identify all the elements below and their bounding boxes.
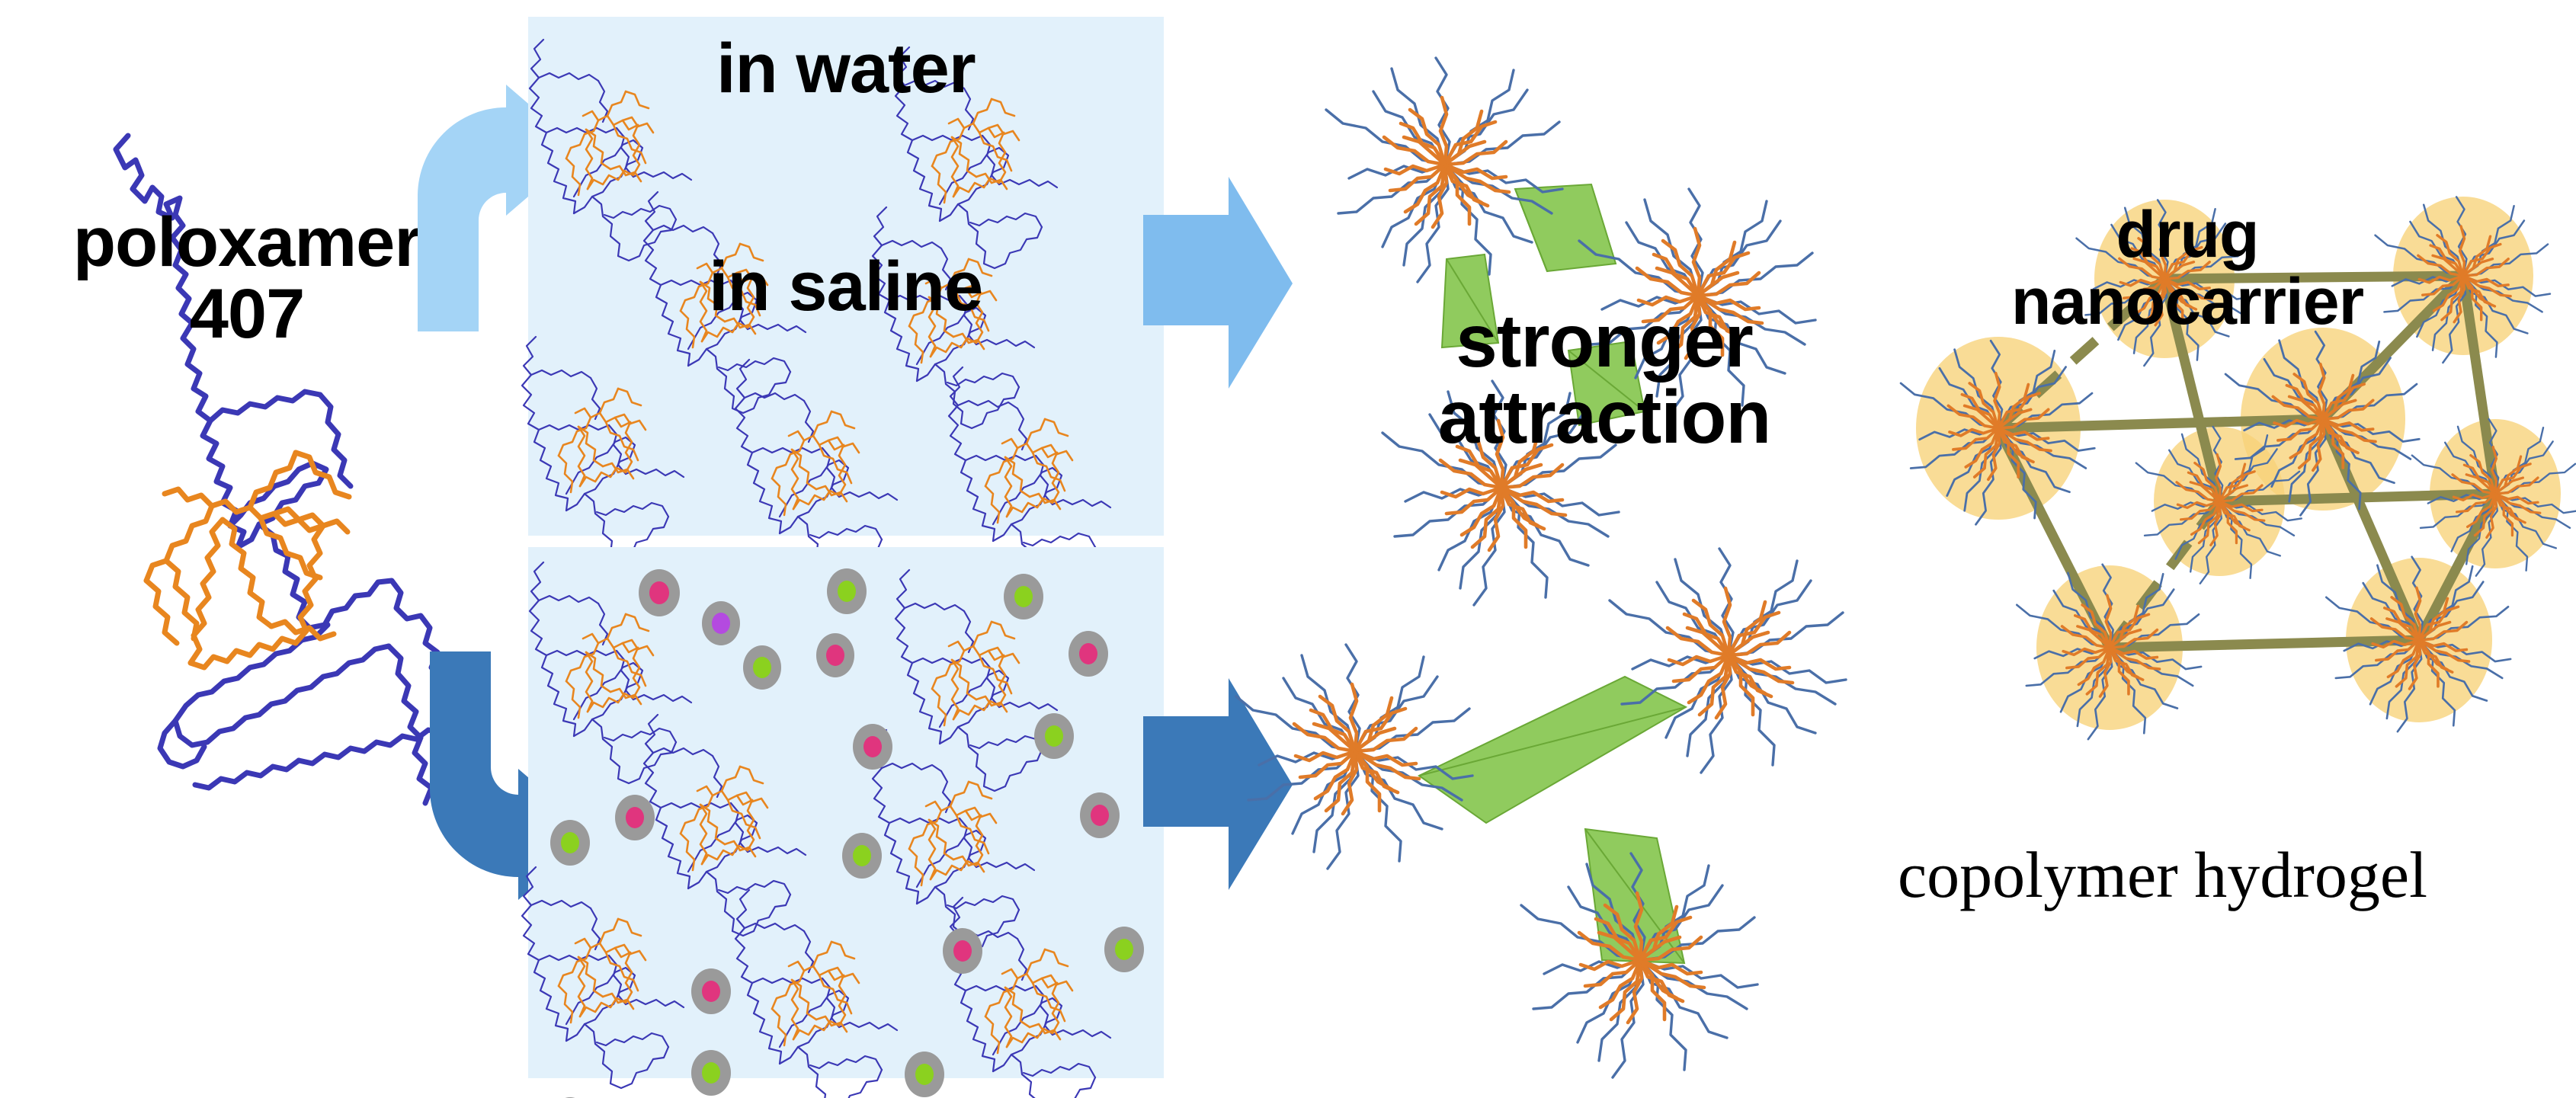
drug-nanocarrier-label: drug nanocarrier xyxy=(2010,198,2364,338)
saline-ions xyxy=(550,568,1144,1098)
micelle-cluster-water xyxy=(1296,15,1844,518)
poloxamer-407-chain xyxy=(113,133,459,806)
poloxamer-407-label: poloxamer 407 xyxy=(72,203,421,353)
copolymer-hydrogel-lattice xyxy=(1899,195,2576,741)
copolymer-hydrogel-label: copolymer hydrogel xyxy=(1898,838,2427,911)
saline-unimers-and-ions xyxy=(521,561,1144,1098)
micelle-cluster-saline xyxy=(1258,533,1867,1097)
attraction-patches-strong xyxy=(1418,675,1688,965)
stronger-attraction-label: stronger attraction xyxy=(1437,299,1772,459)
in-water-label: in water xyxy=(716,30,976,107)
arrow-water-to-micelles-icon xyxy=(1143,177,1293,389)
arrow-saline-to-attraction-icon xyxy=(1143,678,1293,890)
in-saline-label: in saline xyxy=(709,248,983,325)
